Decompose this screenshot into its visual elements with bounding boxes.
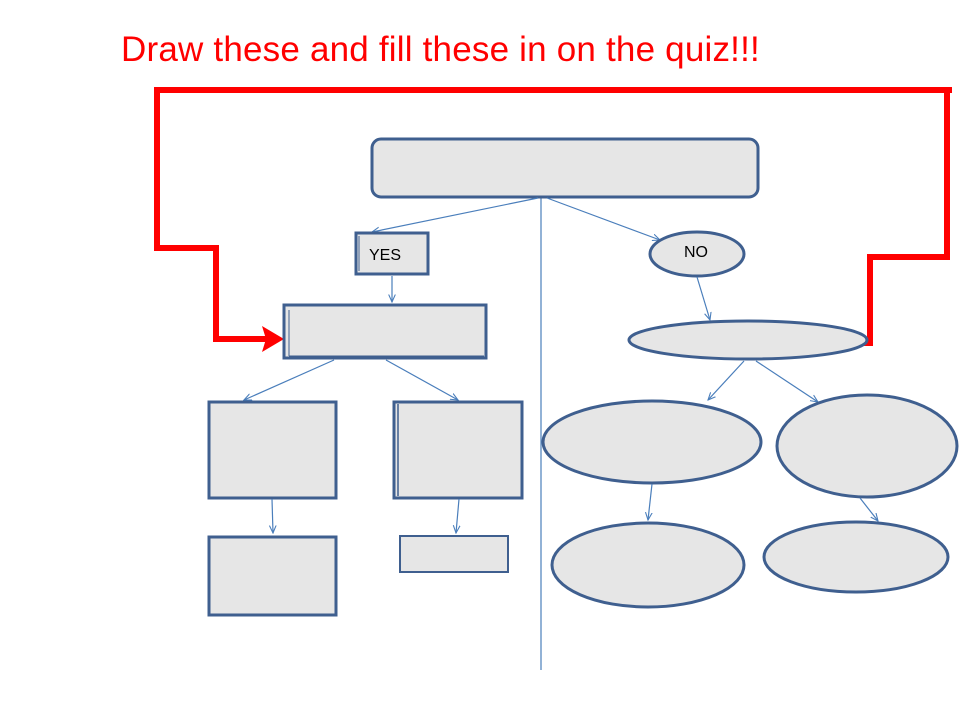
connector-no-to-ellipse xyxy=(696,276,710,320)
connector-no-branch-to-left-ellipse xyxy=(708,360,745,400)
no-left-ellipse[interactable] xyxy=(541,399,763,485)
no-ellipse[interactable]: NO xyxy=(648,230,746,278)
yes-right-box[interactable] xyxy=(392,400,524,500)
connector-no-left-down xyxy=(648,483,652,520)
no-branch-ellipse[interactable] xyxy=(627,319,869,361)
connector-no-branch-to-right-ellipse xyxy=(755,360,818,402)
no-right-bottom-ellipse[interactable] xyxy=(762,520,950,594)
connector-yes-branch-to-left-box xyxy=(244,359,335,401)
no-label: NO xyxy=(684,244,708,261)
connector-yes-left-down xyxy=(272,498,273,533)
yes-branch-box[interactable] xyxy=(282,303,488,360)
connector-no-right-down xyxy=(859,497,878,521)
page-title: Draw these and fill these in on the quiz… xyxy=(121,30,760,69)
red-arrow-right xyxy=(788,87,950,356)
yes-right-bottom-box[interactable] xyxy=(399,535,509,573)
connector-yes-right-down xyxy=(456,498,459,533)
top-question-box[interactable] xyxy=(370,137,760,199)
yes-left-bottom-box[interactable] xyxy=(207,535,338,617)
connector-top-to-no xyxy=(546,197,660,240)
no-right-ellipse[interactable] xyxy=(775,393,959,499)
red-arrow-left xyxy=(154,87,952,352)
yes-label: YES xyxy=(369,247,401,264)
no-left-bottom-ellipse[interactable] xyxy=(550,521,746,609)
yes-left-box[interactable] xyxy=(207,400,338,500)
connector-top-to-yes xyxy=(372,197,539,232)
connector-yes-branch-to-right-box xyxy=(385,359,458,400)
yes-box[interactable]: YES xyxy=(354,231,430,276)
